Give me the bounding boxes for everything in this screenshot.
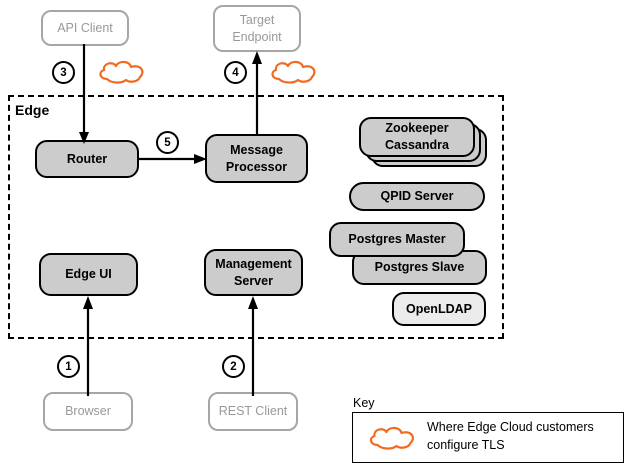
- badge-3-label: 3: [60, 66, 67, 79]
- node-rest-client[interactable]: REST Client: [208, 392, 298, 431]
- node-router[interactable]: Router: [35, 140, 139, 178]
- node-target-endpoint-label: Target Endpoint: [232, 12, 282, 44]
- node-postgres-master-label: Postgres Master: [348, 232, 446, 247]
- node-qpid-server[interactable]: QPID Server: [349, 182, 485, 211]
- connector-api-client-to-router: [79, 44, 89, 144]
- badge-5: 5: [156, 131, 179, 154]
- node-message-processor-label: Message Processor: [225, 142, 288, 174]
- key-entry-text: Where Edge Cloud customers configure TLS: [427, 420, 594, 452]
- node-rest-client-label: REST Client: [218, 404, 288, 419]
- node-target-endpoint[interactable]: Target Endpoint: [213, 5, 301, 52]
- node-zookeeper-cassandra-label: Zookeeper Cassandra: [385, 121, 449, 152]
- badge-4-label: 4: [232, 66, 239, 79]
- connector-rest-client-to-management-server: [248, 296, 258, 396]
- badge-3: 3: [52, 61, 75, 84]
- cloud-icon-key: [369, 426, 414, 450]
- connector-router-to-message-processor: [139, 154, 207, 164]
- badge-2-label: 2: [230, 360, 237, 373]
- node-zookeeper-cassandra[interactable]: Zookeeper Cassandra: [359, 117, 475, 157]
- node-message-processor[interactable]: Message Processor: [205, 134, 308, 183]
- badge-1-label: 1: [65, 360, 72, 373]
- node-postgres-master[interactable]: Postgres Master: [329, 222, 465, 257]
- node-api-client[interactable]: API Client: [41, 10, 129, 46]
- node-browser-label: Browser: [65, 404, 111, 419]
- node-postgres-slave-label: Postgres Slave: [374, 260, 465, 275]
- node-openldap-label: OpenLDAP: [406, 301, 472, 316]
- cloud-icon-tls-api: [99, 60, 144, 84]
- node-browser[interactable]: Browser: [43, 392, 133, 431]
- badge-4: 4: [224, 61, 247, 84]
- cloud-icon-tls-target: [271, 60, 316, 84]
- node-router-label: Router: [66, 151, 108, 166]
- node-api-client-label: API Client: [57, 20, 113, 35]
- edge-boundary-label: Edge: [15, 102, 50, 118]
- badge-1: 1: [57, 355, 80, 378]
- node-edge-ui-label: Edge UI: [65, 267, 112, 282]
- node-qpid-server-label: QPID Server: [380, 189, 454, 204]
- key-title: Key: [353, 396, 375, 410]
- connector-message-processor-to-target-endpoint: [252, 51, 262, 135]
- node-openldap[interactable]: OpenLDAP: [392, 292, 486, 326]
- node-management-server-label: Management Server: [215, 256, 292, 288]
- node-management-server[interactable]: Management Server: [204, 249, 303, 296]
- badge-5-label: 5: [164, 136, 171, 149]
- node-edge-ui[interactable]: Edge UI: [39, 253, 138, 296]
- key-box: [352, 412, 624, 463]
- connector-browser-to-edge-ui: [83, 296, 93, 396]
- badge-2: 2: [222, 355, 245, 378]
